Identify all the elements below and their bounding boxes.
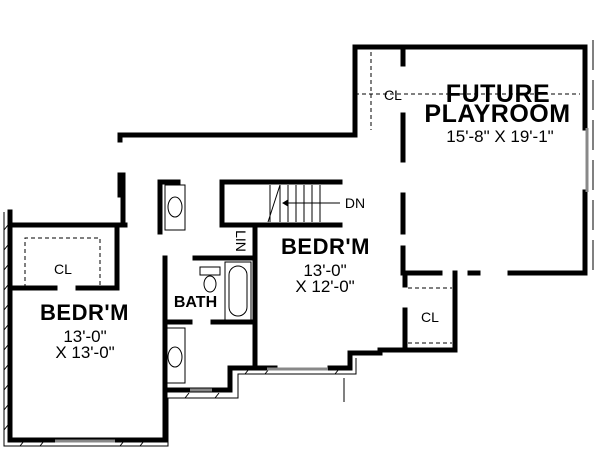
right-closet-label: CL [421, 309, 439, 325]
playroom-title-line1: FUTURE [445, 80, 551, 108]
center-bedroom-title: BEDR'M [281, 234, 370, 259]
left-closet-label: CL [54, 261, 72, 277]
left-bedroom-title: BEDR'M [40, 300, 129, 325]
upper-hall-wall [117, 132, 358, 143]
linen-label: LIN [233, 230, 249, 252]
bath-label: BATH [173, 294, 218, 311]
playroom-closet-label: CL [384, 87, 402, 103]
playroom-dimensions: 15'-8" X 19'-1" [446, 127, 554, 146]
playroom-top-wall [352, 44, 588, 131]
center-bedroom-dim2: X 12'-0" [295, 277, 355, 296]
stairs-down-label: DN [344, 195, 366, 211]
left-bedroom-dim1: 13'-0" [63, 327, 107, 346]
left-bedroom-dim2: X 13'-0" [55, 343, 115, 362]
center-bedroom-dim1: 13'-0" [303, 261, 347, 280]
playroom-title-line2: PLAYROOM [424, 100, 571, 128]
playroom-right-bottom-wall [507, 189, 588, 276]
